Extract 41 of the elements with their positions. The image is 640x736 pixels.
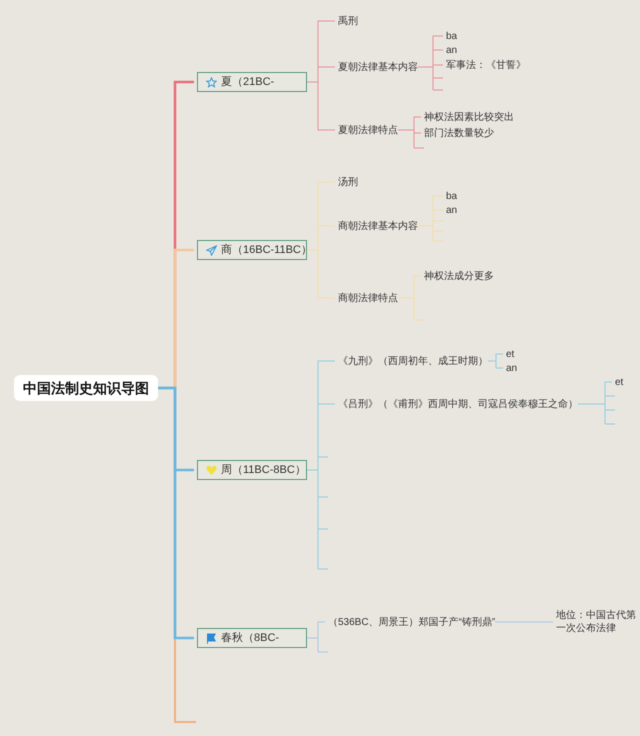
connector-line — [418, 64, 444, 68]
branch-label: 神权法因素比较突出 — [424, 110, 514, 124]
branch-label: et — [615, 376, 624, 388]
branch-label: 《九刑》（西周初年、成王时期） — [338, 354, 488, 368]
topic-box — [197, 72, 307, 92]
topic-label: 周（11BC-8BC） — [221, 464, 306, 476]
branch-label: et — [506, 348, 514, 360]
branch-label: 军事法：《甘誓》 — [446, 58, 526, 72]
branch-label: 商朝法律特点 — [338, 292, 398, 304]
topic-label: 夏（21BC- — [221, 76, 274, 88]
branch-label: 汤刑 — [338, 176, 358, 188]
branch-label: 夏朝法律特点 — [338, 124, 398, 136]
branch-label: 禹刑 — [338, 14, 358, 28]
connector-line — [398, 276, 422, 298]
branch-label: 夏朝法律基本内容 — [338, 60, 418, 74]
branch-label: 部门法数量较少 — [424, 126, 494, 140]
connector-line — [306, 250, 336, 298]
root-topic: 中国法制史知识导图 — [14, 375, 158, 401]
branch-label: an — [446, 204, 458, 216]
branch-label: an — [446, 44, 458, 56]
branch-label: ba — [446, 190, 458, 202]
connector-line — [488, 360, 504, 368]
connector-line — [418, 210, 444, 226]
branch-label: 商朝法律基本内容 — [338, 220, 418, 232]
connector-line — [306, 622, 326, 638]
branch-label: 神权法成分更多 — [424, 270, 494, 282]
connector-line — [578, 382, 612, 404]
connector-line — [398, 130, 422, 134]
connector-line — [306, 82, 336, 130]
connector-line — [158, 386, 194, 640]
topic-box — [197, 460, 307, 480]
branch-label: ba — [446, 30, 458, 42]
topic-label: 商（16BC-11BC） — [221, 244, 312, 256]
topic-box — [197, 628, 307, 648]
branch-label: 地位：中国古代第一次公布法律 — [556, 609, 638, 635]
connector-line — [306, 404, 336, 470]
branch-label: （536BC、周景王）郑国子产“铸刑鼎” — [328, 616, 496, 628]
topic-box — [197, 240, 307, 260]
branch-label: 《吕刑》（《甫刑》西周中期、司寇吕侯奉穆王之命） — [338, 398, 578, 410]
topic-label: 春秋（8BC- — [221, 632, 280, 644]
branch-label: an — [506, 362, 518, 374]
